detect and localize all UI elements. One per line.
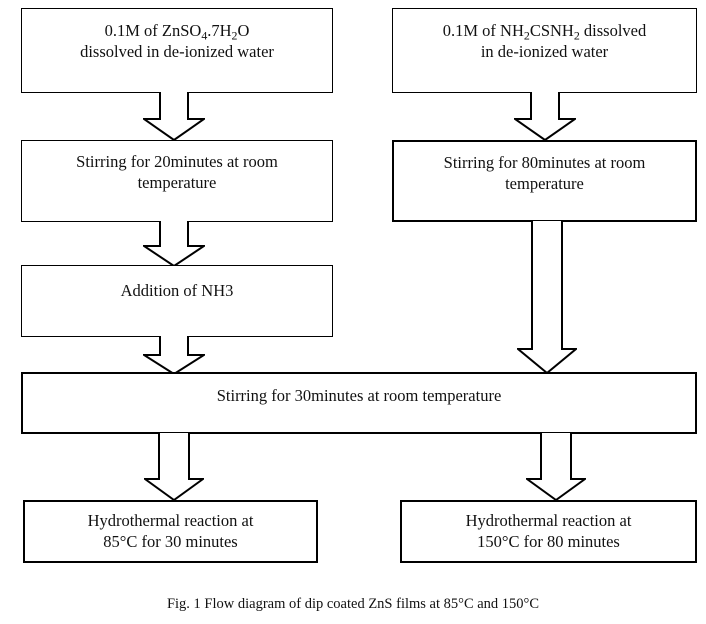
node-hydrothermal-85c-label: Hydrothermal reaction at 85°C for 30 min…: [25, 510, 316, 552]
stir20-line1: Stirring for 20minutes at room: [76, 152, 278, 171]
subscript-2a: 2: [523, 28, 530, 43]
thiourea-formula-line: 0.1M of NH2CSNH2 dissolved: [442, 21, 647, 43]
hydro85-line2: 85°C for 30 minutes: [103, 532, 238, 552]
arrow-stir20-to-nh3: [143, 221, 205, 267]
node-stirring-30min-label: Stirring for 30minutes at room temperatu…: [216, 386, 502, 405]
subscript-2b: 2: [573, 28, 580, 43]
arrow-stir30-to-hydro85: [144, 433, 204, 501]
arrow-zinc-to-stir20: [143, 92, 205, 141]
hydro150-line2: 150°C for 80 minutes: [477, 532, 620, 552]
zinc-formula-line: 0.1M of ZnSO4.7H2O: [104, 21, 250, 43]
node-stirring-20min: Stirring for 20minutes at room temperatu…: [21, 140, 333, 222]
arrow-stir30-to-hydro150: [526, 433, 586, 501]
figure-caption: Fig. 1 Flow diagram of dip coated ZnS fi…: [166, 596, 540, 612]
subscript-2: 2: [231, 28, 238, 43]
stir20-line2: temperature: [137, 173, 217, 193]
node-stirring-80min-label: Stirring for 80minutes at room temperatu…: [394, 152, 695, 194]
node-thiourea-precursor: 0.1M of NH2CSNH2 dissolved in de-ionized…: [392, 8, 697, 93]
zinc-solvent-line: dissolved in de-ionized water: [80, 42, 274, 62]
thiourea-solvent-line: in de-ionized water: [480, 42, 609, 62]
arrow-stir80-to-stir30: [517, 221, 577, 374]
node-zinc-precursor-label: 0.1M of ZnSO4.7H2O dissolved in de-ioniz…: [22, 20, 332, 62]
subscript-4: 4: [201, 28, 208, 43]
node-thiourea-precursor-label: 0.1M of NH2CSNH2 dissolved in de-ionized…: [393, 20, 696, 62]
node-stirring-30min: Stirring for 30minutes at room temperatu…: [21, 372, 697, 434]
stir80-line1: Stirring for 80minutes at room: [443, 153, 646, 172]
hydro85-line1: Hydrothermal reaction at: [87, 511, 254, 530]
node-addition-nh3-label: Addition of NH3: [120, 281, 234, 300]
node-stirring-20min-label: Stirring for 20minutes at room temperatu…: [22, 151, 332, 193]
node-hydrothermal-85c: Hydrothermal reaction at 85°C for 30 min…: [23, 500, 318, 563]
node-hydrothermal-150c: Hydrothermal reaction at 150°C for 80 mi…: [400, 500, 697, 563]
node-stirring-80min: Stirring for 80minutes at room temperatu…: [392, 140, 697, 222]
node-zinc-precursor: 0.1M of ZnSO4.7H2O dissolved in de-ioniz…: [21, 8, 333, 93]
arrow-nh3-to-stir30: [143, 336, 205, 375]
hydro150-line1: Hydrothermal reaction at: [465, 511, 632, 530]
stir80-line2: temperature: [505, 174, 584, 194]
node-addition-nh3: Addition of NH3: [21, 265, 333, 337]
arrow-thiourea-to-stir80: [514, 92, 576, 141]
node-hydrothermal-150c-label: Hydrothermal reaction at 150°C for 80 mi…: [402, 510, 695, 552]
